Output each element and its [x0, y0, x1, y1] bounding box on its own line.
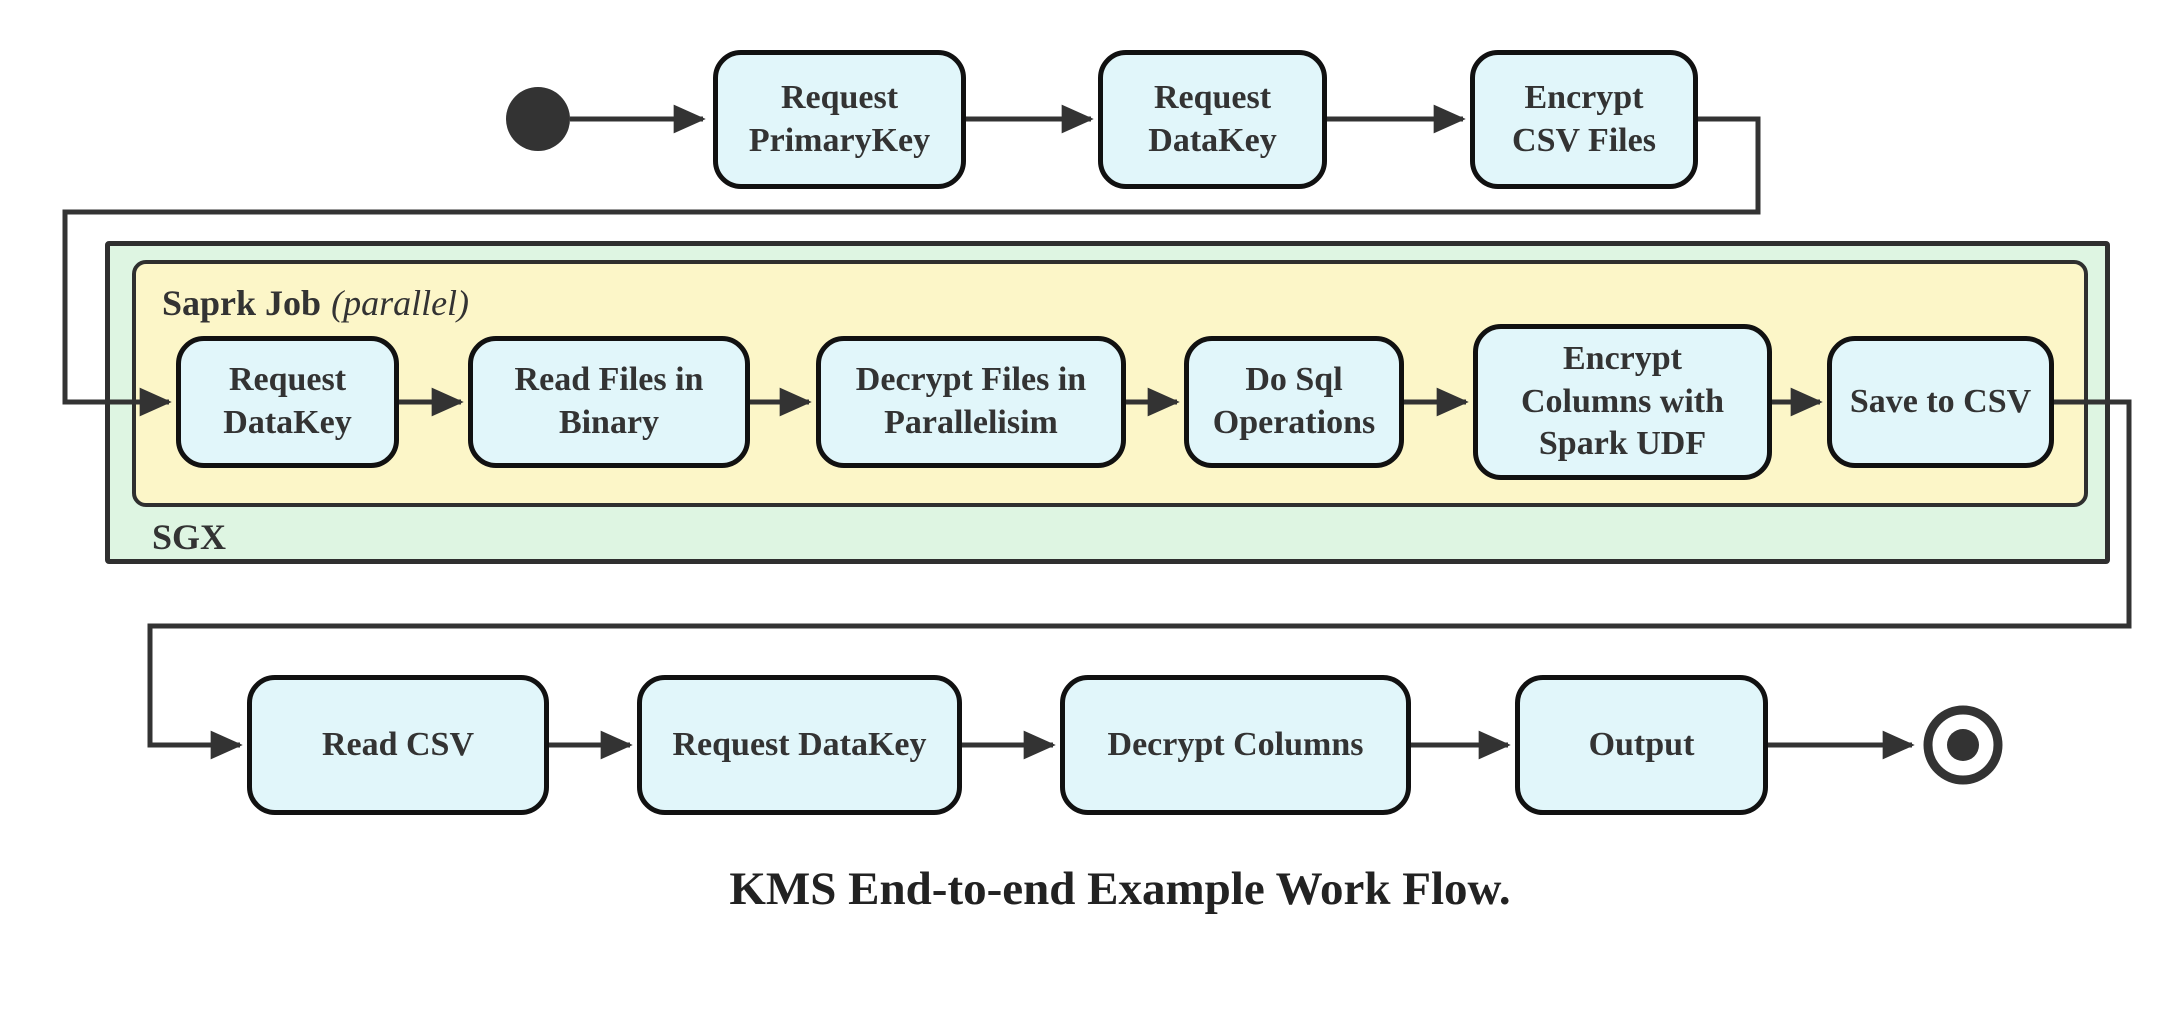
- connector-encrypt-csv-to-sgx: [62, 116, 1761, 417]
- node-output: Output: [1515, 675, 1768, 815]
- node-save-to-csv: Save to CSV: [1827, 336, 2054, 468]
- spark-job-label: Saprk Job(parallel): [162, 282, 469, 324]
- start-node-icon: [506, 87, 570, 151]
- diagram-caption: KMS End-to-end Example Work Flow.: [729, 863, 1511, 915]
- connector-save-csv-to-read-csv: [147, 399, 2132, 760]
- node-encrypt-columns-with-spark-udf: Encrypt Columns with Spark UDF: [1473, 324, 1772, 480]
- node-read-csv: Read CSV: [247, 675, 549, 815]
- node-request-datakey-sgx: Request DataKey: [176, 336, 399, 468]
- node-request-datakey-top: Request DataKey: [1098, 50, 1327, 189]
- node-do-sql-operations: Do Sql Operations: [1184, 336, 1404, 468]
- node-decrypt-columns: Decrypt Columns: [1060, 675, 1411, 815]
- node-request-datakey-bottom: Request DataKey: [637, 675, 962, 815]
- spark-job-label-text: Saprk Job: [162, 283, 322, 323]
- end-node-icon: [1923, 705, 2003, 785]
- node-read-files-in-binary: Read Files in Binary: [468, 336, 750, 468]
- sgx-label: SGX: [152, 517, 227, 557]
- node-request-primarykey: Request PrimaryKey: [713, 50, 966, 189]
- node-decrypt-files-in-parallelisim: Decrypt Files in Parallelisim: [816, 336, 1126, 468]
- spark-job-parallel-qualifier: (parallel): [331, 283, 470, 323]
- node-encrypt-csv-files: Encrypt CSV Files: [1470, 50, 1698, 189]
